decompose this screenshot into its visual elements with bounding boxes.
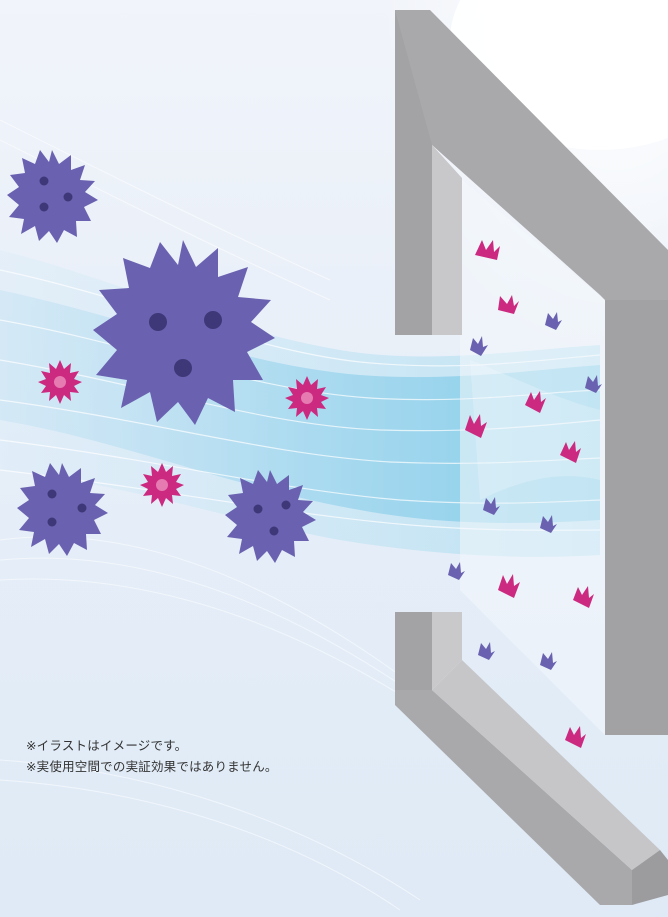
particle-fragment-icon <box>465 414 487 438</box>
particle-fragments <box>448 240 602 748</box>
particle-fragment-icon <box>573 586 594 608</box>
particle-fragment-icon <box>545 312 562 330</box>
particle-fragment-icon <box>565 726 586 748</box>
particle-fragment-icon <box>540 652 557 670</box>
particle-fragment-icon <box>498 295 519 314</box>
germ-icon <box>225 470 316 563</box>
germ-icon <box>7 150 98 243</box>
particle-fragment-icon <box>585 375 602 393</box>
pollen-icon <box>285 376 329 420</box>
disclaimer-effect-note: ※実使用空間での実証効果ではありません。 <box>26 759 278 774</box>
pollen-icon <box>140 463 184 507</box>
disclaimer-illustration-note: ※イラストはイメージです。 <box>26 738 188 753</box>
particle-fragment-icon <box>448 562 465 580</box>
particle-fragment-icon <box>525 391 546 413</box>
particle-fragment-icon <box>483 497 500 515</box>
air-filter-frame <box>395 10 668 905</box>
particle-fragment-icon <box>498 574 520 598</box>
particle-fragment-icon <box>540 515 557 533</box>
germ-icon <box>17 463 108 556</box>
particle-fragment-icon <box>560 441 581 463</box>
germ-icon <box>93 240 275 425</box>
particle-fragment-icon <box>470 336 488 356</box>
pollen-icon <box>38 360 82 404</box>
disclaimer-notes: ※イラストはイメージです。 ※実使用空間での実証効果ではありません。 <box>26 735 278 777</box>
particle-fragment-icon <box>475 240 500 260</box>
particle-fragment-icon <box>478 642 495 660</box>
